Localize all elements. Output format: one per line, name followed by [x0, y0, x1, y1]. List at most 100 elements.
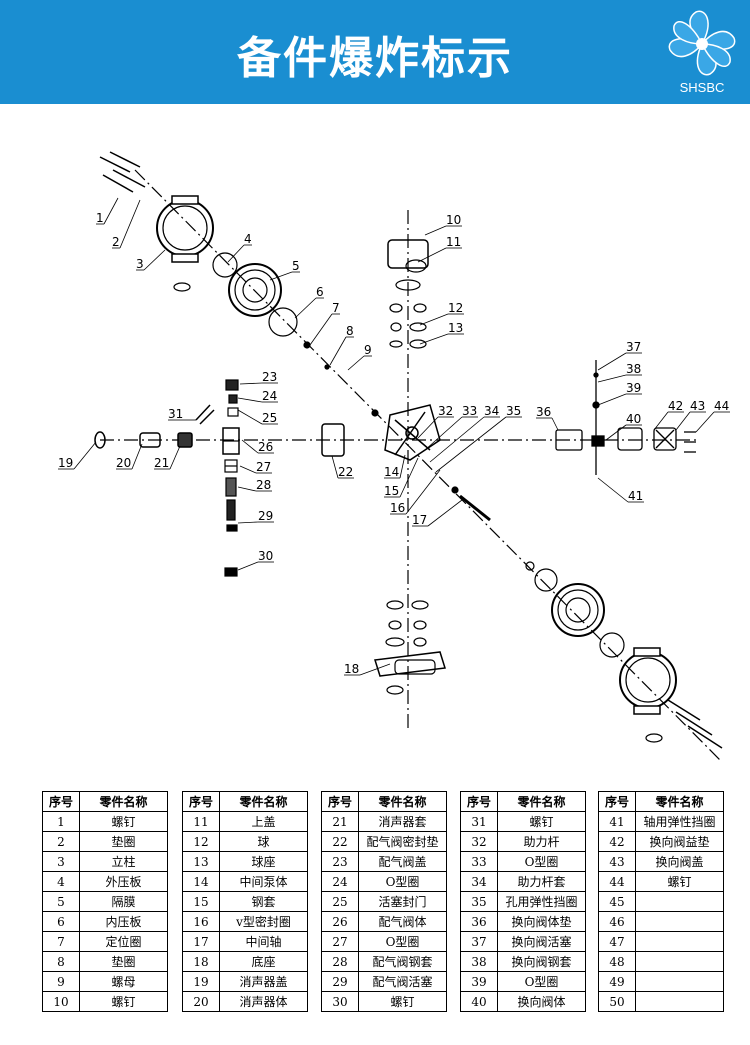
- callout-label-21: 21: [154, 456, 169, 470]
- part-name: 中间泵体: [219, 871, 308, 892]
- header-banner: 备件爆炸标示 SHSBC: [0, 0, 750, 104]
- part-no: 1: [42, 811, 80, 832]
- part-no: 28: [321, 951, 359, 972]
- table-row: 47: [598, 931, 724, 952]
- callout-label-44: 44: [714, 399, 729, 413]
- part-no: 30: [321, 991, 359, 1012]
- callout-leader-line: [675, 411, 691, 431]
- col-header-name: 零件名称: [497, 791, 586, 812]
- col-header-no: 序号: [42, 791, 80, 812]
- callout-leader-line: [239, 465, 257, 474]
- pinwheel-logo-icon: [668, 10, 736, 76]
- callout-leader-line: [269, 271, 293, 281]
- part-no: 3: [42, 851, 80, 872]
- part-no: 24: [321, 871, 359, 892]
- col-header-no: 序号: [182, 791, 220, 812]
- part-name: 钢套: [219, 891, 308, 912]
- callout-label-33: 33: [462, 404, 477, 418]
- callout-leader-line: [143, 249, 166, 271]
- table-row: 48: [598, 951, 724, 972]
- callout-label-1: 1: [96, 211, 104, 225]
- callout-leader-line: [239, 382, 263, 385]
- part-name: 换向阀益垫: [635, 831, 724, 852]
- col-header-no: 序号: [321, 791, 359, 812]
- diaphragm: [228, 263, 282, 317]
- part-no: 50: [598, 991, 636, 1012]
- callout-label-16: 16: [390, 501, 405, 515]
- logo-text: SHSBC: [679, 80, 725, 95]
- callout-leader-line: [103, 197, 119, 225]
- callout-label-7: 7: [332, 301, 340, 315]
- part-name: 配气阀密封垫: [358, 831, 447, 852]
- part-no: 37: [460, 931, 498, 952]
- part-no: 32: [460, 831, 498, 852]
- base: [374, 600, 446, 695]
- callout-label-35: 35: [506, 404, 521, 418]
- callout-leader-line: [309, 313, 333, 346]
- part-name: [635, 971, 724, 992]
- callout-label-43: 43: [690, 399, 705, 413]
- inner-plate: [268, 307, 298, 337]
- part-name: 配气阀钢套: [358, 951, 447, 972]
- callout-label-15: 15: [384, 484, 399, 498]
- upper-cover: [387, 239, 429, 349]
- part-no: 21: [321, 811, 359, 832]
- diagonal-axis: [134, 169, 721, 761]
- callout-leader-line: [405, 469, 441, 515]
- callout-label-14: 14: [384, 465, 399, 479]
- part-name: 中间轴: [219, 931, 308, 952]
- callout-leader-line: [169, 445, 181, 470]
- part-name: 立柱: [79, 851, 168, 872]
- part-name: 内压板: [79, 911, 168, 932]
- part-name: O型圈: [497, 851, 586, 872]
- callout-label-23: 23: [262, 370, 277, 384]
- callout-leader-line: [417, 247, 447, 263]
- callout-leader-line: [237, 409, 263, 425]
- callout-leader-line: [597, 393, 627, 406]
- part-name: 定位圈: [79, 931, 168, 952]
- part-no: 26: [321, 911, 359, 932]
- callout-label-29: 29: [258, 509, 273, 523]
- part-no: 10: [42, 991, 80, 1012]
- callout-leader-line: [597, 374, 627, 383]
- callout-label-30: 30: [258, 549, 273, 563]
- part-name: 螺钉: [79, 811, 168, 832]
- part-no: 25: [321, 891, 359, 912]
- part-name: [635, 991, 724, 1012]
- part-no: 18: [182, 951, 220, 972]
- part-name: [635, 951, 724, 972]
- part-no: 41: [598, 811, 636, 832]
- part-name: 配气阀盖: [358, 851, 447, 872]
- part-no: 23: [321, 851, 359, 872]
- part-name: 换向阀盖: [635, 851, 724, 872]
- table-row: 50: [598, 991, 724, 1012]
- callout-label-36: 36: [536, 405, 551, 419]
- col-header-no: 序号: [598, 791, 636, 812]
- callout-leader-line: [237, 561, 259, 571]
- muffler-group: [94, 404, 215, 449]
- callout-leader-line: [119, 199, 141, 249]
- part-name: 换向阀钢套: [497, 951, 586, 972]
- callout-label-37: 37: [626, 340, 641, 354]
- part-name: 消声器套: [358, 811, 447, 832]
- callout-label-18: 18: [344, 662, 359, 676]
- part-no: 27: [321, 931, 359, 952]
- part-no: 2: [42, 831, 80, 852]
- part-name: 孔用弹性挡圈: [497, 891, 586, 912]
- callout-label-2: 2: [112, 235, 120, 249]
- part-no: 39: [460, 971, 498, 992]
- callout-label-13: 13: [448, 321, 463, 335]
- exploded-diagram: 1234567891011121314151617181920212223242…: [58, 151, 730, 761]
- callout-label-26: 26: [258, 440, 273, 454]
